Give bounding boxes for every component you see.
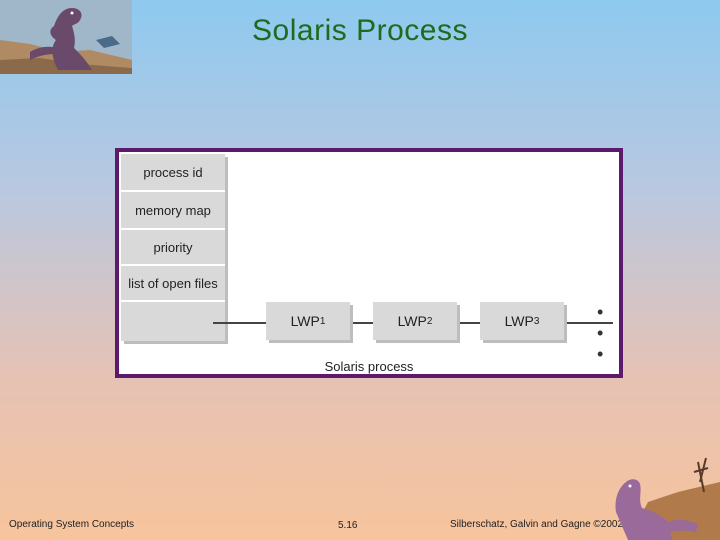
footer-copyright: Silberschatz, Galvin and Gagne ©2002 [450,519,624,530]
pcb-field-open-files: list of open files [121,266,225,302]
lwp-label: LWP [504,313,534,329]
lwp-subscript: 3 [533,315,540,327]
lwp-subscript: 2 [426,315,433,327]
ellipsis: • • • [597,302,606,364]
lwp-label: LWP [397,313,427,329]
pcb-field-priority: priority [121,230,225,266]
footer-page-number: 5.16 [338,520,358,531]
pcb-field-memory-map: memory map [121,192,225,230]
slide-title: Solaris Process [252,14,468,47]
dinosaur-logo-icon [0,0,132,74]
dinosaur-corner-icon [615,457,720,540]
lwp-subscript: 1 [319,315,326,327]
process-control-block: process id memory map priority list of o… [121,154,225,341]
lwp-label: LWP [290,313,320,329]
solaris-process-diagram: process id memory map priority list of o… [115,148,623,378]
pcb-field-empty [121,302,225,339]
footer-course-title: Operating System Concepts [9,519,135,530]
diagram-caption: Solaris process [324,359,414,374]
pcb-field-process-id: process id [121,154,225,192]
